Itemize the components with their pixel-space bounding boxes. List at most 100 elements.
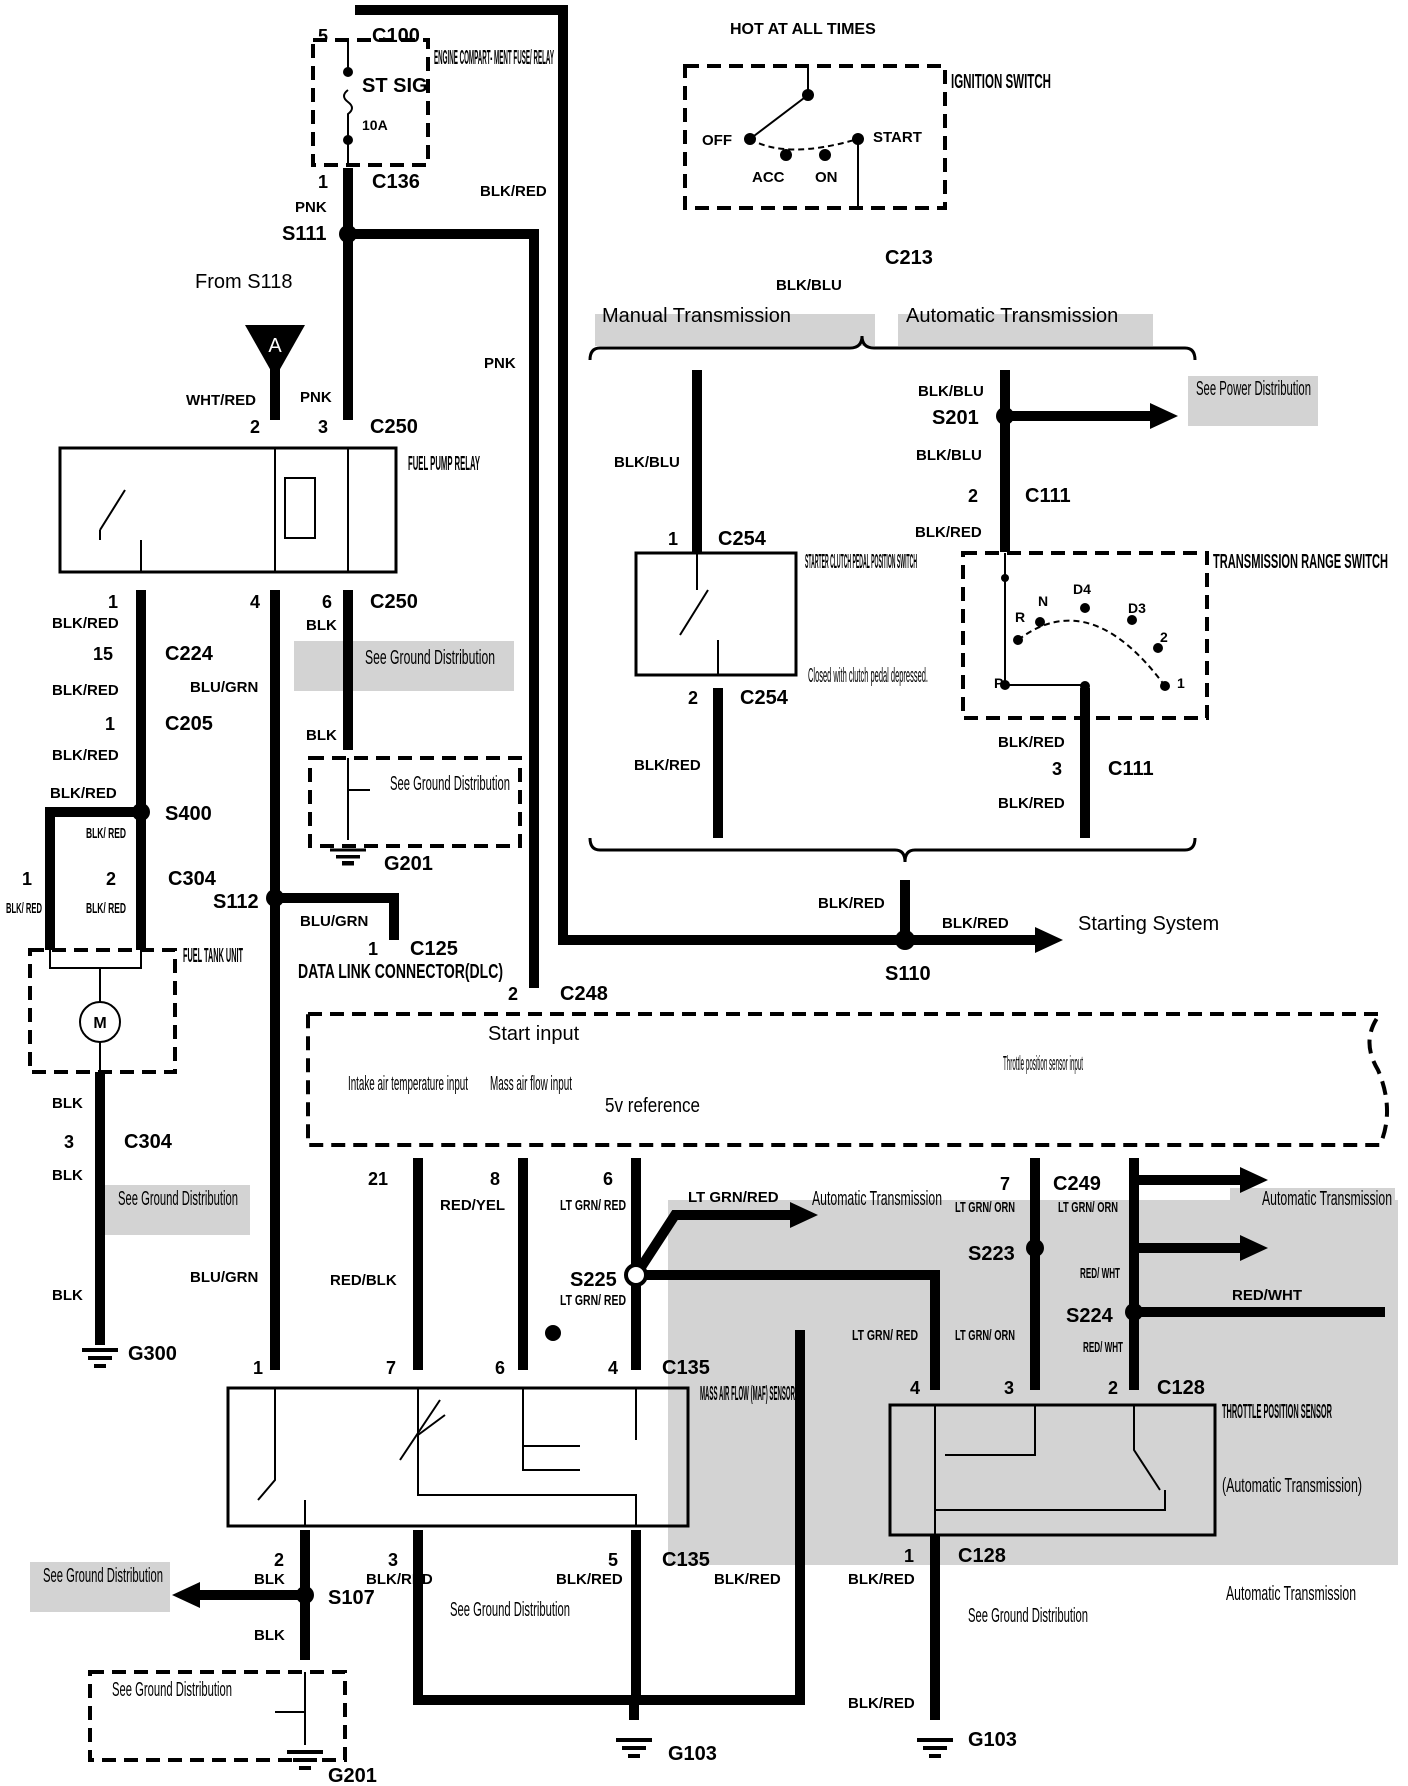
connector-c254-bottom: C254	[740, 687, 789, 709]
wire-blu-grn-1: BLU/GRN	[190, 679, 258, 696]
pin-5-c135: 5	[608, 1550, 618, 1570]
wire-blk-4: BLK	[52, 1167, 83, 1184]
wire-lt-grn-orn-2: LT GRN/ ORN	[1058, 1199, 1118, 1216]
connector-c136: C136	[372, 171, 420, 193]
connector-c135-bottom: C135	[662, 1549, 710, 1571]
fuel-pump-relay-label: FUEL PUMP RELAY	[408, 453, 480, 475]
see-ground-3: See Ground Distribution	[118, 1188, 238, 1210]
fuse-box	[311, 38, 430, 167]
tps-sensor-label: THROTTLE POSITION SENSOR	[1222, 1401, 1332, 1423]
splice-s224: S224	[1066, 1305, 1114, 1327]
connector-c250-top: C250	[370, 416, 418, 438]
splice-s110: S110	[885, 963, 931, 985]
see-ground-6: See Ground Distribution	[968, 1605, 1088, 1627]
pin-6: 6	[322, 592, 332, 612]
starter-clutch-label: STARTER CLUTCH PEDAL POSITION SWITCH	[805, 551, 917, 573]
wire-blk-red-15: BLK/RED	[848, 1695, 915, 1712]
tps-note: (Automatic Transmission)	[1222, 1475, 1362, 1497]
connector-c250-bottom: C250	[370, 591, 418, 613]
wire-blk-red-11: BLK/RED	[366, 1571, 433, 1588]
pin-5: 5	[318, 26, 328, 46]
ignition-switch-label: IGNITION SWITCH	[951, 71, 1051, 93]
connector-c128-bottom: C128	[958, 1545, 1006, 1567]
pin-6-maf: 6	[495, 1358, 505, 1378]
wire-pnk-3: PNK	[300, 389, 332, 406]
splice-s112: S112	[213, 891, 259, 913]
auto-trans-note: Automatic Transmission	[1226, 1583, 1356, 1605]
range-d3: D3	[1128, 600, 1146, 616]
ign-off: OFF	[702, 132, 732, 149]
range-p: P	[994, 675, 1003, 691]
connector-c100: C100	[372, 25, 420, 47]
fuse-rating: 10A	[362, 117, 388, 133]
splice-s225: S225	[570, 1269, 617, 1291]
ref-5v-label: 5v reference	[605, 1095, 700, 1117]
pin-1-maf: 1	[253, 1358, 263, 1378]
pin-3-c128: 3	[1004, 1378, 1014, 1398]
pin-1-c205: 1	[105, 714, 115, 734]
splice-s400: S400	[165, 803, 212, 825]
bracket-manual-auto	[588, 335, 1197, 863]
pin-2-s107: 2	[274, 1550, 284, 1570]
wire-blk-red-8: BLK/RED	[998, 795, 1065, 812]
motor-label: M	[93, 1015, 106, 1032]
pin-7-maf: 7	[386, 1358, 396, 1378]
wire-blk-blu-1: BLK/BLU	[776, 277, 842, 294]
fuse-name: ST SIG	[362, 75, 428, 97]
wire-blk-red-split-2: BLK/ RED	[6, 900, 42, 917]
start-input: Start input	[488, 1023, 580, 1045]
wire-blk-red-12: BLK/RED	[556, 1571, 623, 1588]
connector-c248: C248	[560, 983, 608, 1005]
wire-lt-grn-red-2: LT GRN/ RED	[560, 1292, 626, 1309]
wire-blk-red-3: BLK/RED	[52, 747, 119, 764]
connector-c111-top: C111	[1025, 485, 1071, 507]
wire-blk-blu-4: BLK/BLU	[916, 447, 982, 464]
connector-c304-bottom: C304	[124, 1131, 173, 1153]
pin-2-c128: 2	[1108, 1378, 1118, 1398]
trans-range-label: TRANSMISSION RANGE SWITCH	[1213, 551, 1388, 573]
splice-s111: S111	[282, 223, 327, 245]
pin-2-c111: 2	[968, 486, 978, 506]
wire-pnk-2: PNK	[484, 355, 516, 372]
fuse-box-labels: 5 C100 ST SIG 10A ENGINE COMPART- MENT F…	[318, 25, 554, 193]
pin-6-ecm: 6	[603, 1169, 613, 1189]
starter-clutch-note: Closed with clutch pedal depressed.	[808, 665, 928, 687]
wire-blk-blu-3: BLK/BLU	[614, 454, 680, 471]
wire-blk-1: BLK	[306, 617, 337, 634]
ignition-switch-box	[683, 64, 947, 210]
wire-blu-grn-3: BLU/GRN	[190, 1269, 258, 1286]
intake-air-label: Intake air temperature input	[348, 1073, 468, 1095]
pin-21: 21	[368, 1169, 388, 1189]
ground-g103-left: G103	[668, 1743, 717, 1765]
connector-c111-bottom: C111	[1108, 758, 1154, 780]
wire-red-wht-2: RED/ WHT	[1083, 1339, 1123, 1356]
manual-trans-label: Manual Transmission	[602, 305, 791, 327]
pin-2-c254: 2	[688, 688, 698, 708]
hot-at-all-times: HOT AT ALL TIMES	[730, 21, 876, 38]
wire-blk-red-split-3: BLK/ RED	[86, 900, 126, 917]
pin-3-c304: 3	[64, 1132, 74, 1152]
wire-blk-red-4: BLK/RED	[50, 785, 117, 802]
pin-2-c304: 2	[106, 869, 116, 889]
starting-system: Starting System	[1078, 913, 1219, 935]
wire-red-wht-inline: RED/WHT	[1232, 1287, 1302, 1304]
wire-lt-grn-orn-3: LT GRN/ ORN	[955, 1327, 1015, 1344]
wire-lt-grn-red-3: LT GRN/ RED	[852, 1327, 918, 1344]
wire-blk-red-10: BLK/RED	[942, 915, 1009, 932]
wire-blk-red-1: BLK/RED	[52, 615, 119, 632]
pin-1-c304: 1	[22, 869, 32, 889]
wire-blk-6: BLK	[254, 1571, 285, 1588]
fuel-pump-relay-box	[58, 446, 398, 574]
pin-2-c250: 2	[250, 417, 260, 437]
connector-c254-top: C254	[718, 528, 767, 550]
connector-c128-top: C128	[1157, 1377, 1205, 1399]
wire-wht-red: WHT/RED	[186, 392, 256, 409]
wire-lt-grn-orn-1: LT GRN/ ORN	[955, 1199, 1015, 1216]
splice-s201: S201	[932, 407, 979, 429]
connector-c224: C224	[165, 643, 214, 665]
fuse-box-title: ENGINE COMPART- MENT FUSE/ RELAY	[434, 47, 554, 69]
pin-4: 4	[250, 592, 260, 612]
see-ground-2: See Ground Distribution	[390, 773, 510, 795]
wire-blk-red-5: BLK/RED	[915, 524, 982, 541]
